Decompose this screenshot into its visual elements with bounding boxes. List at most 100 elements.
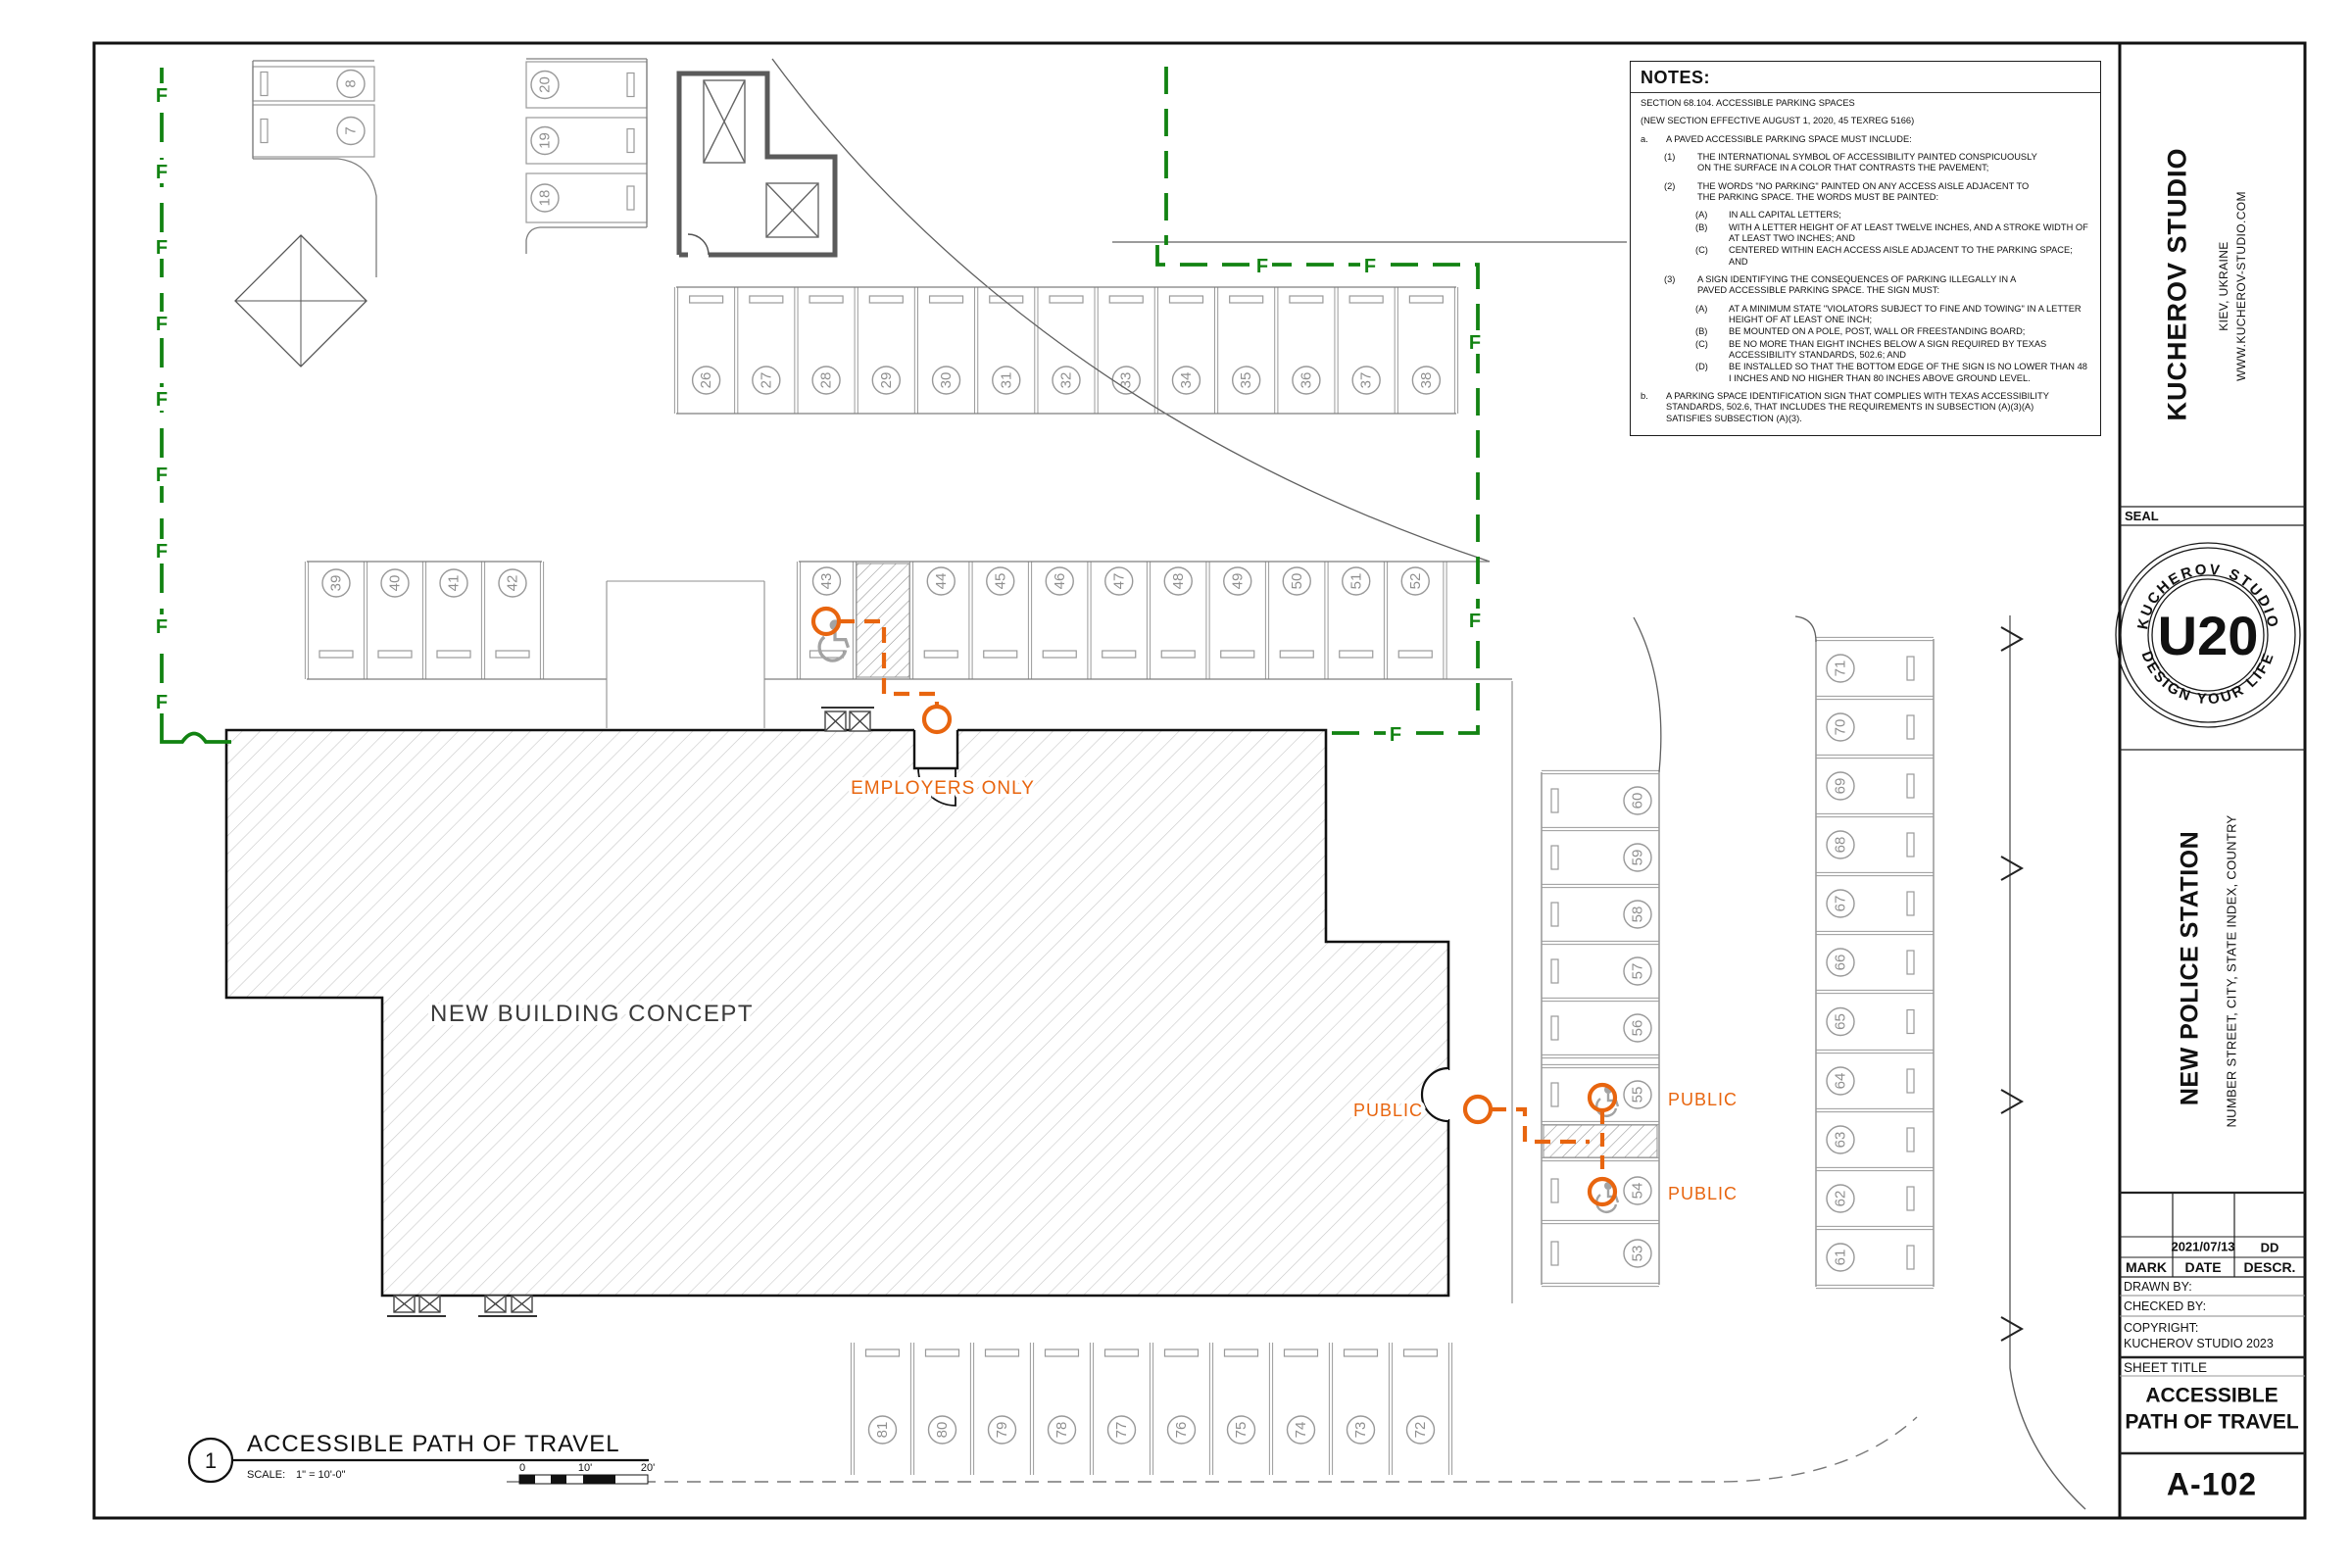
revision-header-descr: DESCR. — [2243, 1259, 2296, 1275]
parking-space-number: 7 — [343, 126, 360, 134]
public-door-label: PUBLIC — [1353, 1101, 1423, 1120]
studio-seal: KUCHEROV STUDIO DESIGN YOUR LIFE U20 — [2115, 542, 2301, 728]
note-item: (D)BE INSTALLED SO THAT THE BOTTOM EDGE … — [1695, 362, 2087, 383]
route-node — [1462, 1094, 1494, 1125]
sheet-title: ACCESSIBLE PATH OF TRAVEL — [2125, 1383, 2298, 1437]
scale-tick: 10' — [578, 1462, 592, 1474]
wheel-stop — [1906, 1245, 1915, 1270]
parking-space-number-circle — [1826, 889, 1855, 918]
note-item: (C)CENTERED WITHIN EACH ACCESS AISLE ADJ… — [1695, 245, 2073, 267]
firm-name: KUCHEROV STUDIO — [2162, 147, 2192, 421]
wheel-stop — [1103, 1348, 1140, 1357]
parking-space-number-circle — [1623, 786, 1652, 815]
parking-space-number: 74 — [1293, 1422, 1309, 1439]
parking-space-number-circle — [1826, 712, 1855, 742]
note-line: SECTION 68.104. ACCESSIBLE PARKING SPACE… — [1641, 97, 1855, 108]
parking-space-number-circle — [1826, 830, 1855, 859]
parking-space-number-circle — [1351, 366, 1381, 395]
drawn-by-label: DRAWN BY: — [2124, 1280, 2192, 1294]
wheel-stop — [1042, 650, 1077, 659]
fire-letter-backer — [152, 160, 172, 183]
route-node — [810, 606, 842, 637]
courtyard-recess — [606, 580, 765, 728]
parking-space-number-circle — [1286, 1415, 1316, 1445]
wheel-stop — [1339, 650, 1374, 659]
public-space-55-label: PUBLIC — [1668, 1090, 1738, 1109]
parking-space-number-circle — [1623, 956, 1652, 986]
revision-descr: DD — [2260, 1240, 2279, 1255]
wheel-stop — [1348, 295, 1384, 304]
parking-space-number: 79 — [994, 1422, 1010, 1439]
sheet-title-line2: PATH OF TRAVEL — [2125, 1411, 2299, 1434]
note-item: (B)WITH A LETTER HEIGHT OF AT LEAST TWEL… — [1695, 221, 2088, 243]
parking-space-number-circle — [867, 1415, 898, 1445]
note-item: (1)THE INTERNATIONAL SYMBOL OF ACCESSIBI… — [1664, 151, 2037, 173]
wheel-stop — [689, 295, 724, 304]
parking-space-number-circle — [1826, 1066, 1855, 1096]
parking-space-number-circle — [439, 568, 468, 598]
wheel-stop — [1550, 1015, 1559, 1041]
note-item: b.A PARKING SPACE IDENTIFICATION SIGN TH… — [1641, 390, 2049, 423]
parking-space-number-circle — [1223, 566, 1252, 596]
parking-space-number: 65 — [1833, 1013, 1849, 1030]
wheel-stop — [1550, 902, 1559, 927]
fire-route-label: F — [1469, 332, 1481, 354]
fire-letter-backer — [152, 235, 172, 259]
parking-space-number: 67 — [1833, 896, 1849, 912]
firm-website: WWW.KUCHEROV-STUDIO.COM — [2234, 191, 2248, 381]
parking-space-number: 37 — [1358, 372, 1375, 389]
wheel-stop — [1220, 650, 1255, 659]
firm-location: KIEV, UKRAINE — [2217, 241, 2230, 331]
chevron-icon — [2000, 1316, 2025, 1342]
parking-space-number: 33 — [1118, 372, 1135, 389]
parking-space-number: 36 — [1298, 372, 1314, 389]
wheel-stop — [1402, 1348, 1439, 1357]
parking-space-number-circle — [811, 566, 842, 596]
notes-heading: NOTES: — [1631, 68, 2100, 93]
parking-space-number: 80 — [934, 1422, 951, 1439]
parking-space-number: 56 — [1630, 1020, 1646, 1037]
parking-space-number: 49 — [1229, 573, 1246, 590]
note-item: (A)AT A MINIMUM STATE "VIOLATORS SUBJECT… — [1695, 303, 2082, 324]
wheel-stop — [923, 650, 958, 659]
wheel-stop — [1160, 650, 1196, 659]
parking-space-number: 8 — [343, 79, 360, 87]
parking-space-number-circle — [1623, 1013, 1652, 1043]
parking-space-number: 39 — [328, 575, 345, 592]
title-block-rules — [2120, 506, 2305, 1455]
wheel-stop — [1906, 891, 1915, 916]
copyright-value: KUCHEROV STUDIO 2023 — [2124, 1336, 2274, 1350]
wheel-stop — [1906, 1186, 1915, 1211]
wheel-stop — [1343, 1348, 1379, 1357]
wheel-stop — [1279, 650, 1314, 659]
note-item: (C)BE NO MORE THAN EIGHT INCHES BELOW A … — [1695, 338, 2047, 360]
parking-space-number: 27 — [758, 372, 774, 389]
parking-space-number-circle — [1166, 1415, 1197, 1445]
parking-space-number: 38 — [1418, 372, 1435, 389]
aisle-corner-curve — [1633, 616, 1662, 773]
note-item: (A)IN ALL CAPITAL LETTERS; — [1695, 210, 1841, 220]
outer-column-cap — [1794, 615, 1817, 643]
project-address: NUMBER STREET, CITY, STATE INDEX, COUNTR… — [2224, 814, 2239, 1128]
parking-space-number-circle — [1163, 566, 1193, 596]
parking-space-number: 55 — [1630, 1087, 1646, 1103]
parking-space-number-circle — [752, 366, 781, 395]
wheel-stop — [1906, 714, 1915, 740]
view-title-block: 1 ACCESSIBLE PATH OF TRAVEL SCALE: 1" = … — [187, 1431, 655, 1485]
chevron-icon — [2000, 626, 2025, 652]
parking-space-number-circle — [336, 69, 366, 99]
fire-route-west-end — [160, 723, 231, 744]
fire-route-east — [1155, 67, 1480, 735]
parking-space-number-circle — [1826, 1184, 1855, 1213]
fire-letter-backer — [152, 83, 172, 107]
parking-space-number: 19 — [537, 132, 554, 149]
note-item: a.A PAVED ACCESSIBLE PARKING SPACE MUST … — [1641, 133, 1912, 144]
wheel-stop — [1906, 1008, 1915, 1035]
fire-route-label: F — [156, 465, 168, 486]
parking-space-number: 60 — [1630, 793, 1646, 809]
parking-space-number-circle — [1104, 566, 1134, 596]
